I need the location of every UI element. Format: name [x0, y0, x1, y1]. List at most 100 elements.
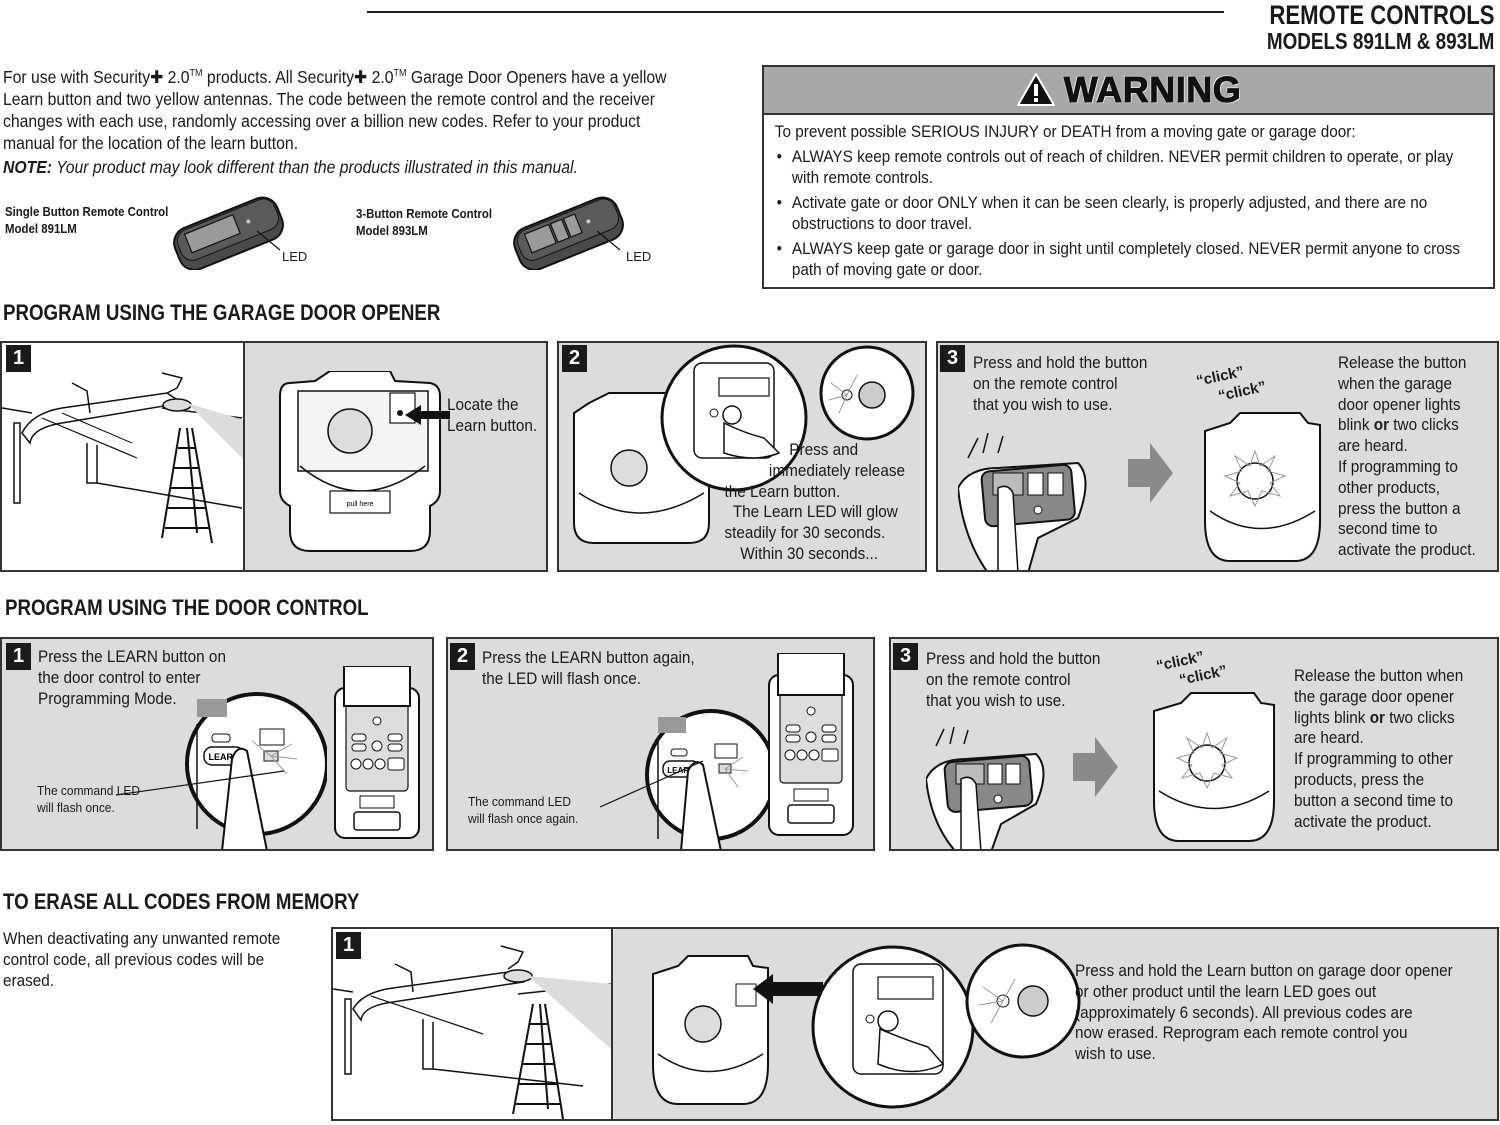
remote-button-icon — [523, 223, 557, 254]
step-number: 2 — [450, 643, 475, 670]
warning-body: To prevent possible SERIOUS INJURY or DE… — [764, 115, 1484, 281]
opener-step-3-panel: 3 Press and hold the button on the remot… — [936, 341, 1499, 572]
warning-list: ALWAYS keep remote controls out of reach… — [775, 146, 1475, 281]
warning-heading: WARNING — [1063, 69, 1242, 111]
erase-step-1-panel: 1 — [331, 927, 1499, 1121]
opener-step-2-panel: 2 Press and immediately release the Lear… — [557, 341, 927, 572]
learn-button-icon — [397, 410, 403, 416]
intro-paragraph: For use with Security✚ 2.0TM products. A… — [3, 66, 667, 153]
finger-icon — [723, 421, 781, 459]
learn-led-closeup — [965, 943, 1081, 1059]
callout-text: The command LED will flash once again. — [468, 794, 579, 826]
hand-holding-remote-illustration — [958, 432, 1087, 570]
remote-893lm-label: 3-Button Remote Control Model 893LM — [356, 206, 493, 238]
page-title: REMOTE CONTROLS — [1268, 0, 1494, 30]
light-bulb-icon — [684, 1005, 722, 1043]
ladder-icon — [512, 1003, 564, 1119]
plus-icon: ✚ — [354, 66, 368, 87]
step-text: Press and immediately release the Learn … — [724, 440, 905, 563]
step-text-right: Release the button when the garage door … — [1294, 666, 1464, 831]
step-number: 1 — [336, 932, 361, 959]
step-number: 1 — [6, 643, 31, 670]
single-button-remote-illustration — [173, 196, 284, 270]
step-text-left: Press and hold the button on the remote … — [973, 353, 1148, 414]
learn-button-closeup — [660, 344, 808, 492]
door-control-device-illustration — [334, 666, 420, 839]
garage-scene-illustration — [333, 945, 612, 1119]
door-control-closeup: LEARN — [185, 692, 327, 849]
step-text: Press the LEARN button again, the LED wi… — [482, 648, 695, 688]
warning-bullet: Activate gate or door ONLY when it can b… — [775, 192, 1475, 235]
erase-intro-text: When deactivating any unwanted remote co… — [3, 929, 281, 990]
hand-holding-remote-illustration — [926, 726, 1045, 849]
warning-box: WARNING To prevent possible SERIOUS INJU… — [762, 65, 1495, 289]
finger-icon — [221, 747, 268, 849]
step-number: 3 — [940, 345, 965, 372]
remote-button-icon — [549, 218, 570, 244]
step-text-left: Press and hold the button on the remote … — [926, 649, 1101, 710]
led-icon — [1033, 505, 1043, 515]
warning-bullet: ALWAYS keep gate or garage door in sight… — [775, 238, 1475, 281]
brand-name: Security — [93, 66, 151, 87]
warning-intro: To prevent possible SERIOUS INJURY or DE… — [774, 122, 1356, 141]
arrow-left-icon — [405, 405, 450, 425]
led-icon — [586, 219, 591, 224]
light-bulb-icon — [1236, 462, 1274, 500]
opener-step-1-panel: 1 pull h — [0, 341, 548, 572]
step-text: Press the LEARN button on the door contr… — [38, 647, 226, 708]
opener-closeup-inset: pull here Locate the Learn button. — [243, 343, 546, 570]
door-control-step-1-panel: 1 Press the LEARN button on the door con… — [0, 637, 434, 851]
header-rule — [367, 11, 1224, 13]
plus-icon: ✚ — [150, 66, 164, 87]
garage-door-opener-illustration — [652, 955, 769, 1105]
arrow-right-icon — [1128, 443, 1173, 503]
door-control-device-illustration — [768, 653, 854, 836]
section-heading-erase: TO ERASE ALL CODES FROM MEMORY — [3, 889, 360, 914]
light-bulb-icon — [327, 408, 373, 454]
door-control-step-2-panel: 2 Press the LEARN button again, the LED … — [446, 637, 875, 851]
callout-line — [599, 760, 704, 808]
step-text-right: Release the button when the garage door … — [1338, 353, 1476, 560]
finger-icon — [877, 1027, 945, 1073]
warning-header: WARNING — [764, 67, 1493, 115]
note-label: NOTE: — [3, 157, 53, 177]
garage-door-opener-illustration: pull here — [279, 371, 441, 552]
warning-bullet: ALWAYS keep remote controls out of reach… — [775, 146, 1475, 189]
callout-line — [115, 770, 285, 796]
door-control-step-3-panel: 3 Press and hold the button on the remot… — [889, 637, 1499, 851]
light-bulb-icon — [1188, 744, 1226, 782]
step-number: 3 — [893, 643, 918, 670]
section-heading-opener: PROGRAM USING THE GARAGE DOOR OPENER — [3, 300, 441, 325]
led-label: LED — [626, 249, 652, 264]
led-icon — [993, 794, 1003, 804]
garage-scene-illustration — [2, 372, 247, 544]
led-label: LED — [282, 249, 308, 264]
erase-closeup-inset: Press and hold the Learn button on garag… — [611, 929, 1497, 1119]
section-heading-door-control: PROGRAM USING THE DOOR CONTROL — [5, 595, 369, 620]
page-subtitle: MODELS 891LM & 893LM — [1266, 28, 1494, 54]
garage-door-opener-lit-illustration — [1204, 412, 1321, 562]
garage-door-opener-lit-illustration — [1153, 692, 1275, 842]
thumb-icon — [997, 485, 1019, 570]
learn-button-icon — [877, 1010, 899, 1032]
step-number: 2 — [562, 345, 587, 372]
signal-icon — [935, 726, 969, 747]
learn-button-icon — [722, 405, 742, 425]
remote-891lm-label: Single Button Remote Control Model 891LM — [5, 204, 169, 236]
step-text: Press and hold the Learn button on garag… — [1075, 961, 1453, 1064]
ladder-icon — [161, 427, 213, 544]
warning-triangle-icon — [1016, 73, 1055, 106]
three-button-remote-illustration — [513, 196, 624, 270]
thumb-icon — [960, 776, 982, 849]
remote-button-icon — [183, 213, 242, 254]
note-text: NOTE: Your product may look different th… — [3, 157, 578, 177]
arrow-left-icon — [753, 974, 823, 1004]
led-icon — [246, 219, 251, 224]
callout-text: The command LED will flash once. — [37, 783, 141, 815]
arrow-right-icon — [1073, 737, 1118, 797]
step-number: 1 — [6, 345, 31, 372]
learn-key-label: LEARN — [209, 752, 240, 762]
svg-text:pull here: pull here — [347, 501, 374, 508]
step-text: Locate the Learn button. — [447, 395, 538, 435]
signal-icon — [967, 432, 1004, 459]
